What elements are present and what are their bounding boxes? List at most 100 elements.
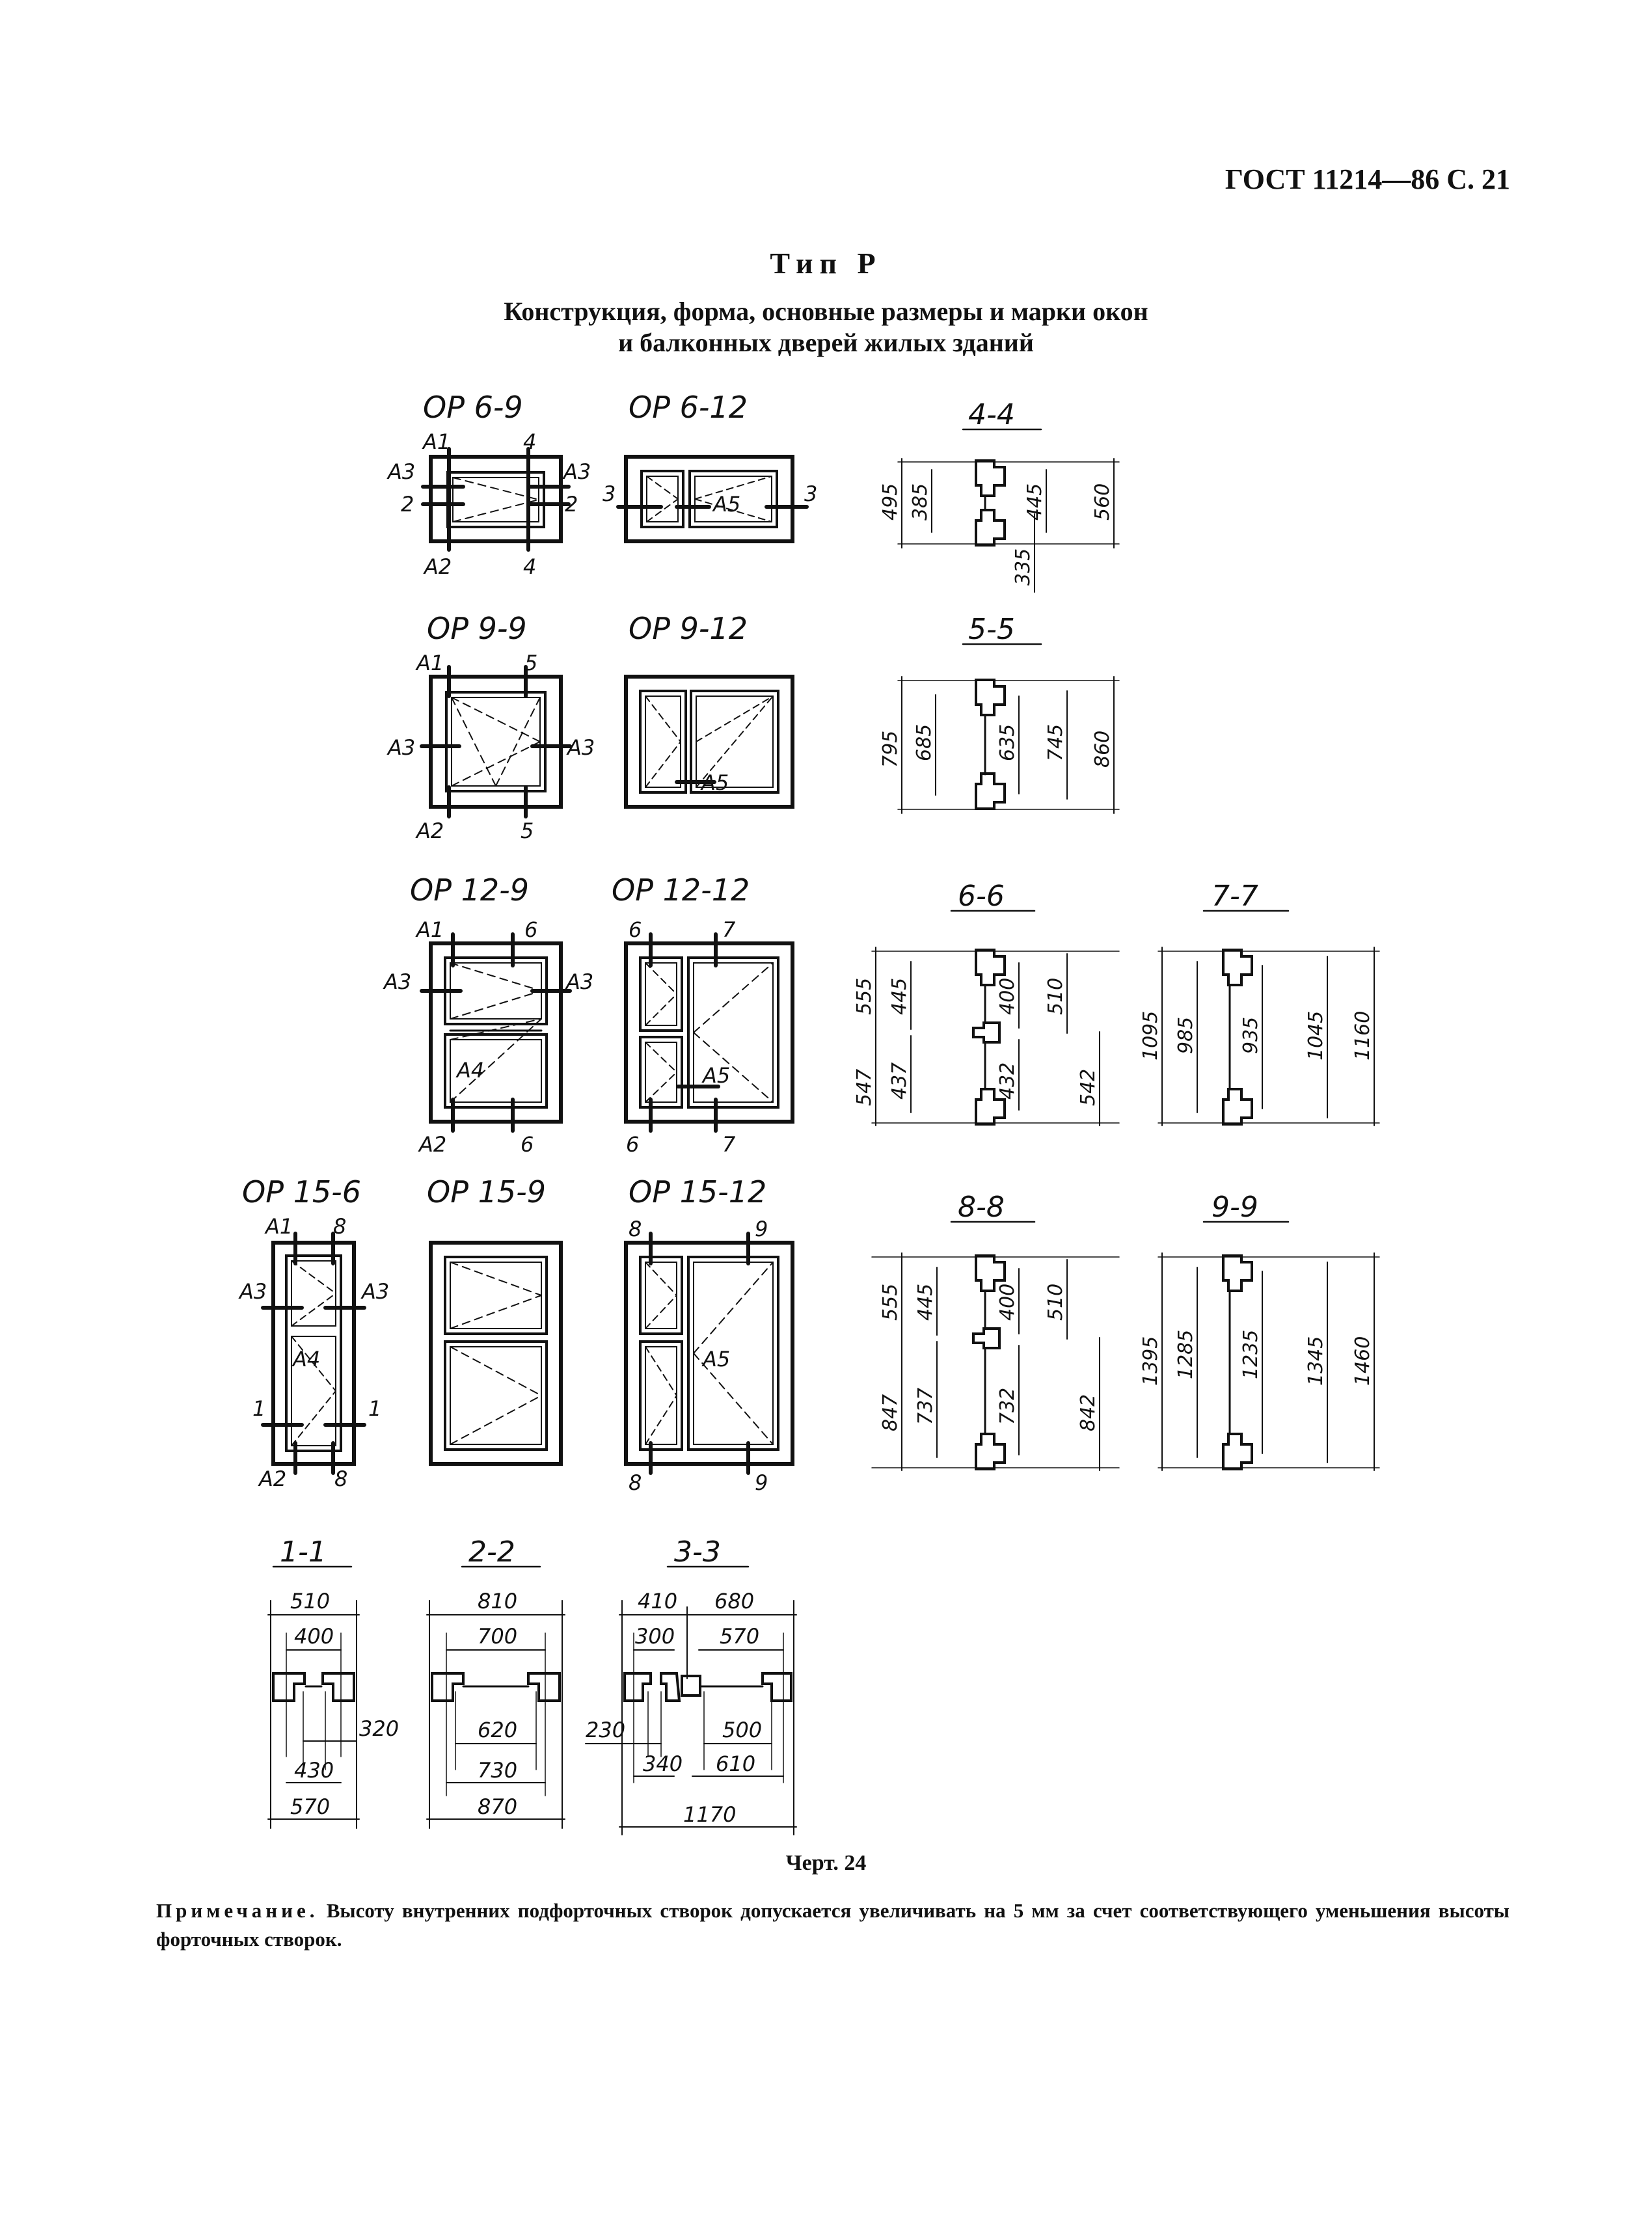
tag-a1: А1 — [264, 1214, 293, 1239]
dim-1460: 1460 — [1351, 1336, 1374, 1386]
dim-1095: 1095 — [1139, 1011, 1162, 1060]
mark-op-6-12: ОР 6-12 — [629, 390, 748, 425]
mark-op-12-12: ОР 12-12 — [612, 872, 750, 908]
section-8-8-profile — [871, 1252, 1120, 1471]
section-2-2-profile — [426, 1600, 565, 1829]
page-header: ГОСТ 11214—86 С. 21 — [1225, 163, 1510, 195]
tag-section-2-right: 2 — [565, 492, 578, 517]
tag-section-7-bottom: 7 — [722, 1132, 736, 1157]
window-op-12-12 — [624, 932, 794, 1133]
tag-section-5: 5 — [524, 651, 537, 675]
dim-445: 445 — [914, 1284, 937, 1321]
dim-700: 700 — [478, 1624, 517, 1649]
tag-a3-left: А3 — [386, 735, 415, 760]
dim-1235: 1235 — [1239, 1330, 1262, 1379]
window-op-15-12 — [624, 1232, 794, 1475]
tag-section-6: 6 — [629, 917, 642, 942]
dim-335: 335 — [1012, 548, 1035, 586]
dim-510: 510 — [290, 1589, 330, 1614]
dim-570: 570 — [290, 1794, 330, 1819]
dim-570: 570 — [720, 1624, 759, 1649]
tag-a2: А2 — [415, 818, 444, 843]
section-title-5-5: 5-5 — [968, 613, 1015, 646]
section-7-7-profile — [1158, 947, 1380, 1126]
tag-section-1-left: 1 — [252, 1396, 265, 1421]
tag-section-6-bottom: 6 — [626, 1132, 639, 1157]
dim-1170: 1170 — [683, 1802, 736, 1827]
tag-a3-right: А3 — [566, 735, 595, 760]
tag-a3-left: А3 — [238, 1279, 267, 1304]
dim-445: 445 — [888, 978, 911, 1015]
mark-op-15-6: ОР 15-6 — [242, 1174, 361, 1209]
dim-555: 555 — [879, 1284, 902, 1321]
tag-a5: А5 — [701, 1063, 730, 1088]
dim-810: 810 — [478, 1589, 517, 1614]
dim-635: 635 — [996, 724, 1019, 761]
tag-section-8: 8 — [333, 1214, 346, 1239]
dim-445: 445 — [1023, 483, 1046, 520]
dim-745: 745 — [1044, 724, 1067, 761]
dim-1045: 1045 — [1305, 1011, 1327, 1060]
section-title-4-4: 4-4 — [968, 398, 1015, 431]
tag-section-3-right: 3 — [804, 481, 817, 506]
dim-555: 555 — [853, 978, 876, 1015]
tag-section-5-bottom: 5 — [521, 818, 534, 843]
tag-section-9: 9 — [755, 1217, 768, 1241]
dim-870: 870 — [478, 1794, 517, 1819]
tag-section-4: 4 — [523, 429, 536, 454]
section-title-underlines — [272, 428, 1290, 1568]
dim-685: 685 — [913, 724, 936, 761]
dim-340: 340 — [643, 1751, 683, 1776]
window-op-6-9 — [421, 447, 571, 552]
tag-section-8-bottom: 8 — [334, 1466, 347, 1491]
mark-op-6-9: ОР 6-9 — [423, 390, 523, 425]
subtitle-line-1: Конструкция, форма, основные размеры и м… — [504, 297, 1148, 326]
section-title-8-8: 8-8 — [958, 1191, 1005, 1224]
section-5-5-profile — [897, 676, 1120, 814]
figure-caption: Черт. 24 — [785, 1851, 867, 1875]
dim-230: 230 — [586, 1718, 625, 1742]
window-op-15-6 — [261, 1232, 366, 1475]
dim-737: 737 — [914, 1388, 937, 1425]
note-text: Высоту внутренних подфорточных створок д… — [156, 1899, 1510, 1951]
tag-a5: А5 — [712, 492, 740, 517]
tag-a2: А2 — [418, 1132, 446, 1157]
dim-400: 400 — [996, 1284, 1019, 1321]
tag-section-9-bottom: 9 — [755, 1470, 768, 1495]
dim-437: 437 — [888, 1062, 911, 1100]
mark-op-15-9: ОР 15-9 — [427, 1174, 546, 1209]
tag-a1: А1 — [422, 429, 450, 454]
tag-section-2-left: 2 — [401, 492, 414, 517]
window-op-6-12 — [616, 455, 809, 543]
window-op-9-12 — [624, 675, 794, 809]
dim-500: 500 — [722, 1718, 762, 1742]
dim-620: 620 — [478, 1718, 517, 1742]
mark-op-9-9: ОР 9-9 — [427, 611, 527, 646]
window-op-9-9 — [420, 665, 572, 818]
subtitle-line-2: и балконных дверей жилых зданий — [618, 328, 1034, 357]
tag-a4: А4 — [291, 1347, 320, 1371]
mark-op-15-12: ОР 15-12 — [629, 1174, 766, 1209]
dim-935: 935 — [1239, 1017, 1262, 1054]
dim-510: 510 — [1044, 978, 1067, 1015]
tag-section-8-bottom: 8 — [629, 1470, 642, 1495]
tag-a2: А2 — [423, 554, 452, 579]
tag-a4: А4 — [455, 1058, 484, 1083]
tag-section-3-left: 3 — [603, 481, 616, 506]
type-title: Тип Р — [770, 247, 882, 280]
dim-1285: 1285 — [1174, 1330, 1197, 1379]
section-9-9-profile — [1158, 1252, 1380, 1471]
dim-300: 300 — [635, 1624, 675, 1649]
dim-842: 842 — [1077, 1394, 1100, 1431]
dim-547: 547 — [853, 1069, 876, 1106]
tag-section-1-right: 1 — [368, 1396, 381, 1421]
tag-a3-right: А3 — [565, 969, 593, 994]
dim-430: 430 — [294, 1758, 334, 1783]
dim-410: 410 — [638, 1589, 677, 1614]
note-paragraph: Примечание. Высоту внутренних подфорточн… — [156, 1897, 1510, 1954]
section-4-4-profile — [897, 458, 1120, 593]
dim-860: 860 — [1091, 731, 1114, 768]
note-label: Примечание. — [156, 1899, 319, 1922]
section-title-9-9: 9-9 — [1212, 1191, 1258, 1224]
